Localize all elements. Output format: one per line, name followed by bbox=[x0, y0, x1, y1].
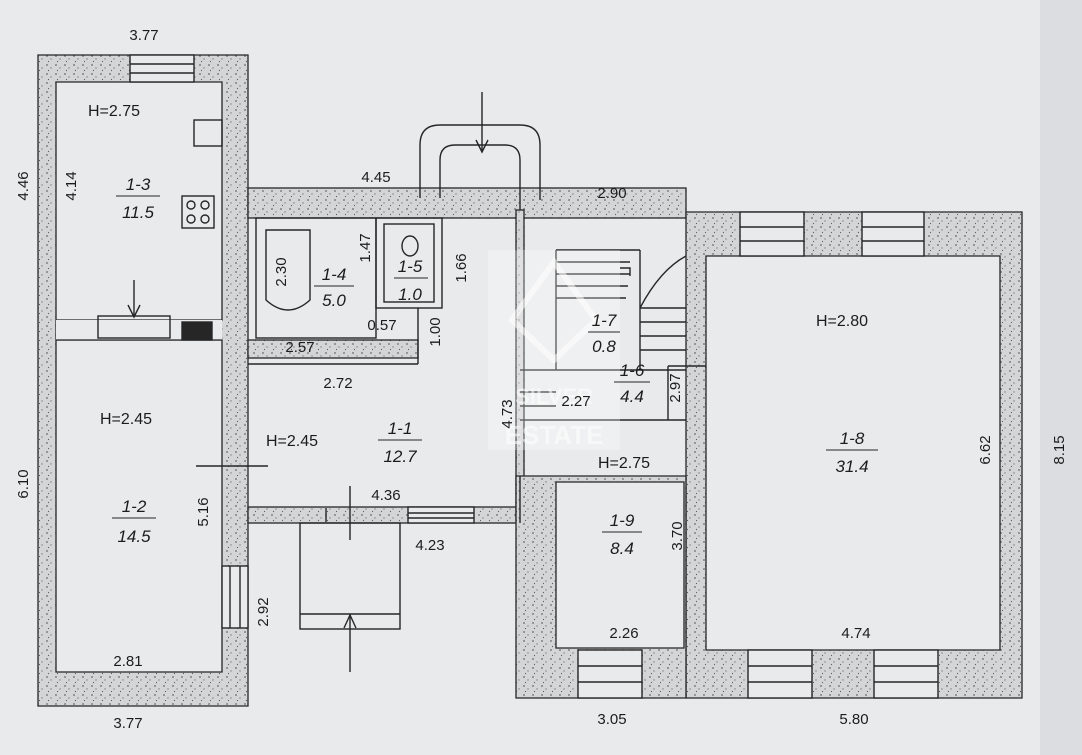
dim-left-lower-height: 6.10 bbox=[15, 469, 32, 498]
staircase bbox=[520, 249, 687, 421]
room-1-2-height: H=2.45 bbox=[100, 411, 152, 428]
room-1-7-area: 0.8 bbox=[592, 337, 616, 356]
room-1-9-height: H=2.75 bbox=[598, 455, 650, 472]
dim-stair-width: 2.27 bbox=[561, 393, 590, 410]
dim-porch-depth: 2.92 bbox=[255, 597, 272, 626]
room-1-2-area: 14.5 bbox=[117, 527, 151, 546]
entry-arch bbox=[419, 124, 541, 200]
dim-left-upper-height: 4.46 bbox=[15, 171, 32, 200]
dim-right-total-height: 8.15 bbox=[1051, 435, 1068, 464]
paper-shadow bbox=[1040, 0, 1082, 755]
room-1-6-area: 4.4 bbox=[620, 387, 644, 406]
bathroom-partition bbox=[247, 339, 419, 359]
room-1-6-id: 1-6 bbox=[620, 361, 645, 380]
windows bbox=[129, 54, 939, 699]
toilet-icon bbox=[401, 235, 419, 257]
dim-r19-width: 2.26 bbox=[609, 625, 638, 642]
dim-r19-height: 3.70 bbox=[669, 521, 686, 550]
dim-right-top-width: 2.90 bbox=[597, 185, 626, 202]
dim-wc-height: 1.66 bbox=[453, 253, 470, 282]
room-1-5-outline bbox=[375, 217, 443, 309]
dim-bottom-right-width: 5.80 bbox=[839, 711, 868, 728]
dim-wc-offset: 0.57 bbox=[367, 317, 396, 334]
dim-top-left-width: 3.77 bbox=[129, 27, 158, 44]
hall-bottom-wall bbox=[247, 506, 519, 524]
dim-r14-width: 2.57 bbox=[285, 339, 314, 356]
dim-r18-width: 4.74 bbox=[841, 625, 870, 642]
dim-bottom-middle-width: 3.05 bbox=[597, 711, 626, 728]
dimension-labels: 3.77 3.77 4.46 6.10 4.14 4.45 2.90 2.30 … bbox=[15, 27, 1068, 732]
dim-stair-height: 4.73 bbox=[499, 399, 516, 428]
room-1-4-area: 5.0 bbox=[322, 291, 346, 310]
room-1-1-height: H=2.45 bbox=[266, 433, 318, 450]
dim-bath-height: 2.30 bbox=[273, 257, 290, 286]
room-1-4-id: 1-4 bbox=[322, 265, 347, 284]
room-1-8-id: 1-8 bbox=[840, 429, 865, 448]
watermark: SILVER ESTATE bbox=[488, 250, 620, 450]
dim-corridor-width: 2.72 bbox=[323, 375, 352, 392]
room-1-9-area: 8.4 bbox=[610, 539, 634, 558]
watermark-line2: ESTATE bbox=[505, 420, 604, 450]
bathtub bbox=[265, 229, 311, 311]
left-block-outer-wall bbox=[37, 54, 249, 707]
dim-wc-to-corridor: 1.00 bbox=[427, 317, 444, 346]
room-1-3-area: 11.5 bbox=[122, 203, 154, 222]
dim-porch-width: 4.23 bbox=[415, 537, 444, 554]
room-1-3-id: 1-3 bbox=[126, 175, 151, 194]
dim-r12-height: 5.16 bbox=[195, 497, 212, 526]
room-outlines bbox=[97, 54, 939, 699]
dim-r16-height: 2.97 bbox=[667, 373, 684, 402]
room-1-9-id: 1-9 bbox=[610, 511, 635, 530]
room-1-8-area: 31.4 bbox=[835, 457, 868, 476]
room-1-1-area: 12.7 bbox=[383, 447, 417, 466]
sink bbox=[193, 119, 223, 147]
room-1-3-height: H=2.75 bbox=[88, 103, 140, 120]
dim-bottom-left-width: 3.77 bbox=[113, 715, 142, 732]
dim-hall-width: 4.36 bbox=[371, 487, 400, 504]
dim-middle-top-width: 4.45 bbox=[361, 169, 390, 186]
stove bbox=[181, 195, 215, 229]
dim-r14-inner-height: 1.47 bbox=[357, 233, 374, 262]
middle-top-wall bbox=[247, 187, 687, 219]
room-1-8-height: H=2.80 bbox=[816, 313, 868, 330]
room-labels: H=2.75 1-3 11.5 H=2.45 1-2 14.5 1-4 5.0 … bbox=[88, 103, 878, 558]
room-1-5-area: 1.0 bbox=[398, 285, 422, 304]
room-1-5-id: 1-5 bbox=[398, 257, 423, 276]
room-1-1-id: 1-1 bbox=[388, 419, 413, 438]
room-1-7-id: 1-7 bbox=[592, 311, 617, 330]
dim-r12-width: 2.81 bbox=[113, 653, 142, 670]
room-1-2-id: 1-2 bbox=[122, 497, 147, 516]
watermark-line1: SILVER bbox=[515, 384, 593, 409]
dim-r18-height: 6.62 bbox=[977, 435, 994, 464]
dim-r13-height: 4.14 bbox=[63, 171, 80, 200]
